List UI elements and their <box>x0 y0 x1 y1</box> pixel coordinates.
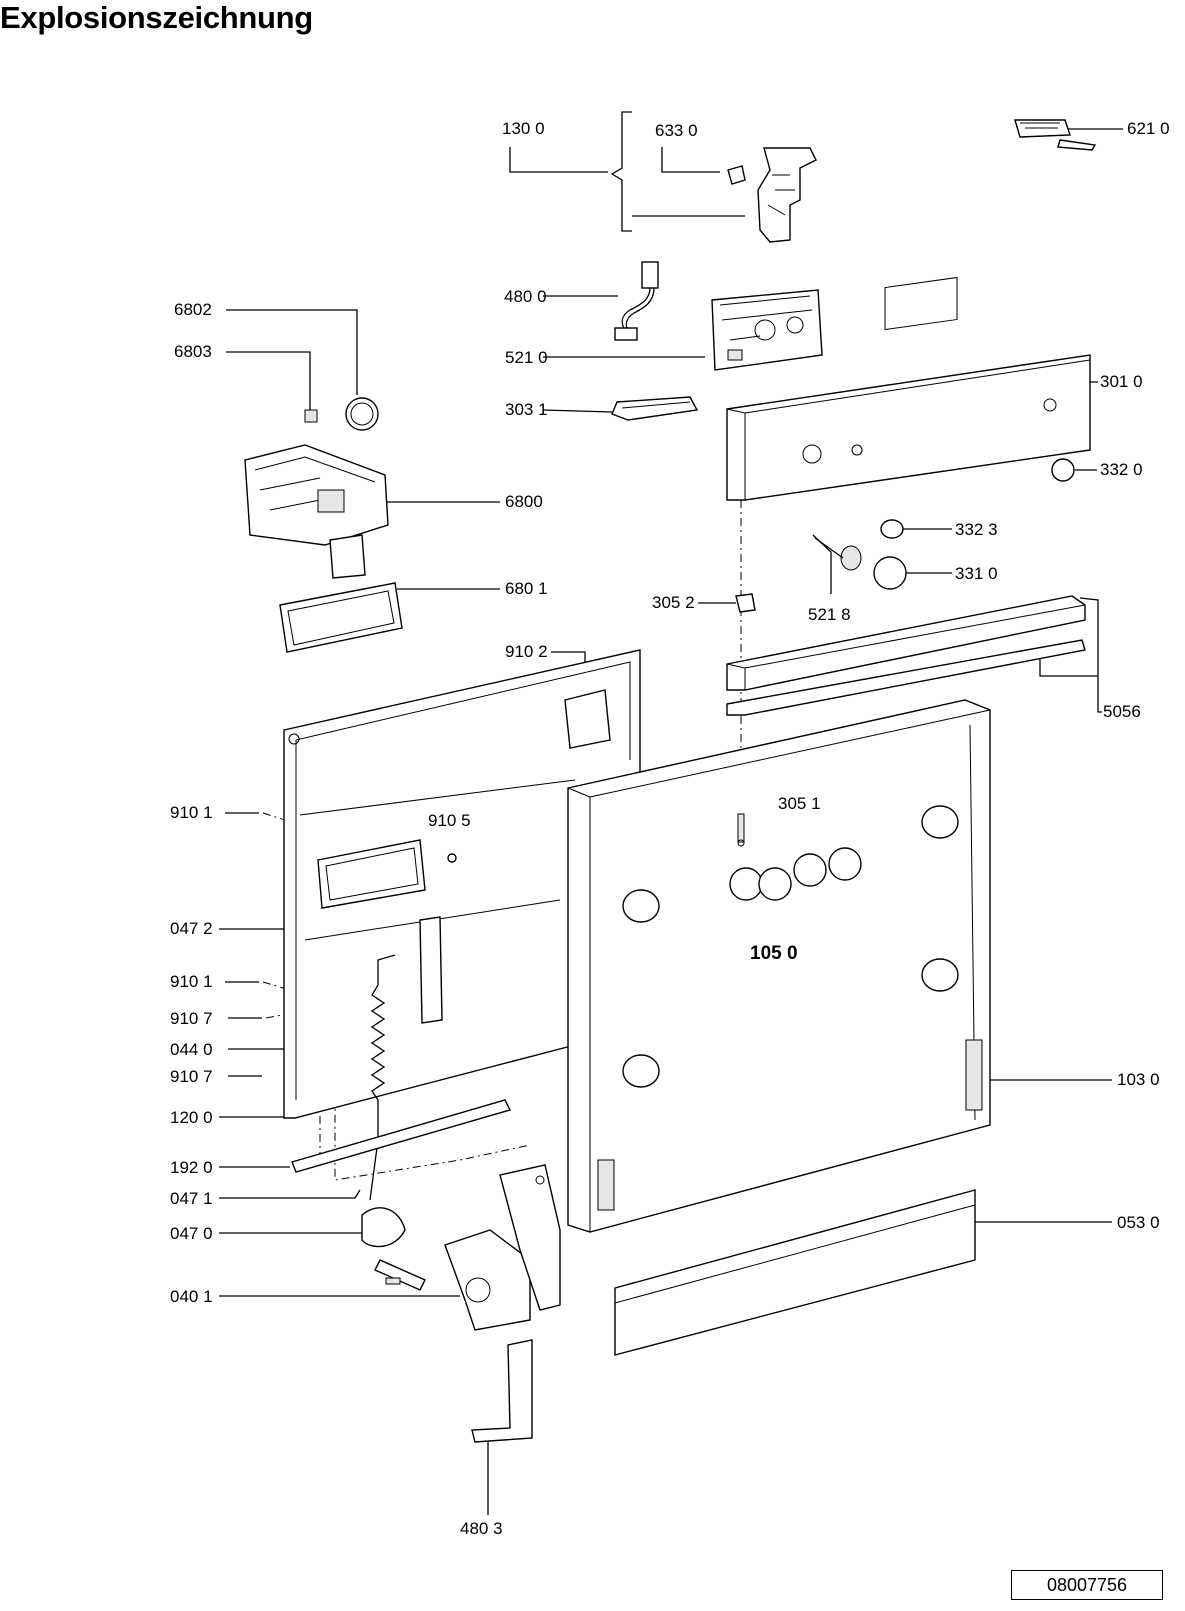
control-board <box>711 289 823 371</box>
bottom-rail <box>291 1099 512 1173</box>
control-module <box>244 397 389 579</box>
callout-9105: 910 5 <box>428 811 471 830</box>
gasket-frame <box>279 582 403 653</box>
control-panel <box>726 276 1091 501</box>
callout-9107-b: 910 7 <box>170 1067 213 1086</box>
callout-5218: 521 8 <box>808 605 851 624</box>
button-cluster <box>729 847 862 901</box>
document-number-box: 08007756 <box>1011 1570 1163 1600</box>
callout-0530: 053 0 <box>1117 1213 1160 1232</box>
connector-part <box>1014 119 1097 151</box>
knobs <box>814 458 1075 590</box>
callout-3320: 332 0 <box>1100 460 1143 479</box>
clip-part <box>735 593 756 613</box>
callout-5210: 521 0 <box>505 348 548 367</box>
callout-6800: 6800 <box>505 492 543 511</box>
callout-3323: 332 3 <box>955 520 998 539</box>
callout-0401: 040 1 <box>170 1287 213 1306</box>
callout-9101-b: 910 1 <box>170 972 213 991</box>
hinge-parts <box>361 1164 561 1331</box>
callout-0471: 047 1 <box>170 1189 213 1208</box>
callout-6210: 621 0 <box>1127 119 1170 138</box>
callout-6330: 633 0 <box>655 121 698 140</box>
callout-1300: 130 0 <box>502 119 545 138</box>
callout-4800: 480 0 <box>504 287 547 306</box>
callout-4803: 480 3 <box>460 1519 503 1538</box>
callout-1050: 105 0 <box>750 943 798 964</box>
callout-3051: 305 1 <box>778 794 821 813</box>
callout-3052: 305 2 <box>652 593 695 612</box>
callout-1200: 120 0 <box>170 1108 213 1127</box>
hinge-bracket-assembly <box>727 147 817 243</box>
switch-part <box>611 396 699 421</box>
callout-1030: 103 0 <box>1117 1070 1160 1089</box>
cable-harness <box>614 261 659 341</box>
outer-door-panel <box>567 699 991 1233</box>
callout-6802: 6802 <box>174 300 212 319</box>
callout-5056: 5056 <box>1103 702 1141 721</box>
callout-0470: 047 0 <box>170 1224 213 1243</box>
callout-0472: 047 2 <box>170 919 213 938</box>
trim-rails <box>726 595 1086 716</box>
kick-plate <box>614 1189 976 1356</box>
callout-3031: 303 1 <box>505 400 548 419</box>
callout-1920: 192 0 <box>170 1158 213 1177</box>
callout-3310: 331 0 <box>955 564 998 583</box>
page-title: Explosionszeichnung <box>0 0 313 35</box>
callout-6803: 6803 <box>174 342 212 361</box>
callout-0440: 044 0 <box>170 1040 213 1059</box>
callout-9102: 910 2 <box>505 642 548 661</box>
callout-9107-a: 910 7 <box>170 1009 213 1028</box>
inner-door-panel <box>283 649 641 1119</box>
callout-9101-a: 910 1 <box>170 803 213 822</box>
foot-bracket <box>471 1339 533 1443</box>
callout-3010: 301 0 <box>1100 372 1143 391</box>
callout-6801: 680 1 <box>505 579 548 598</box>
